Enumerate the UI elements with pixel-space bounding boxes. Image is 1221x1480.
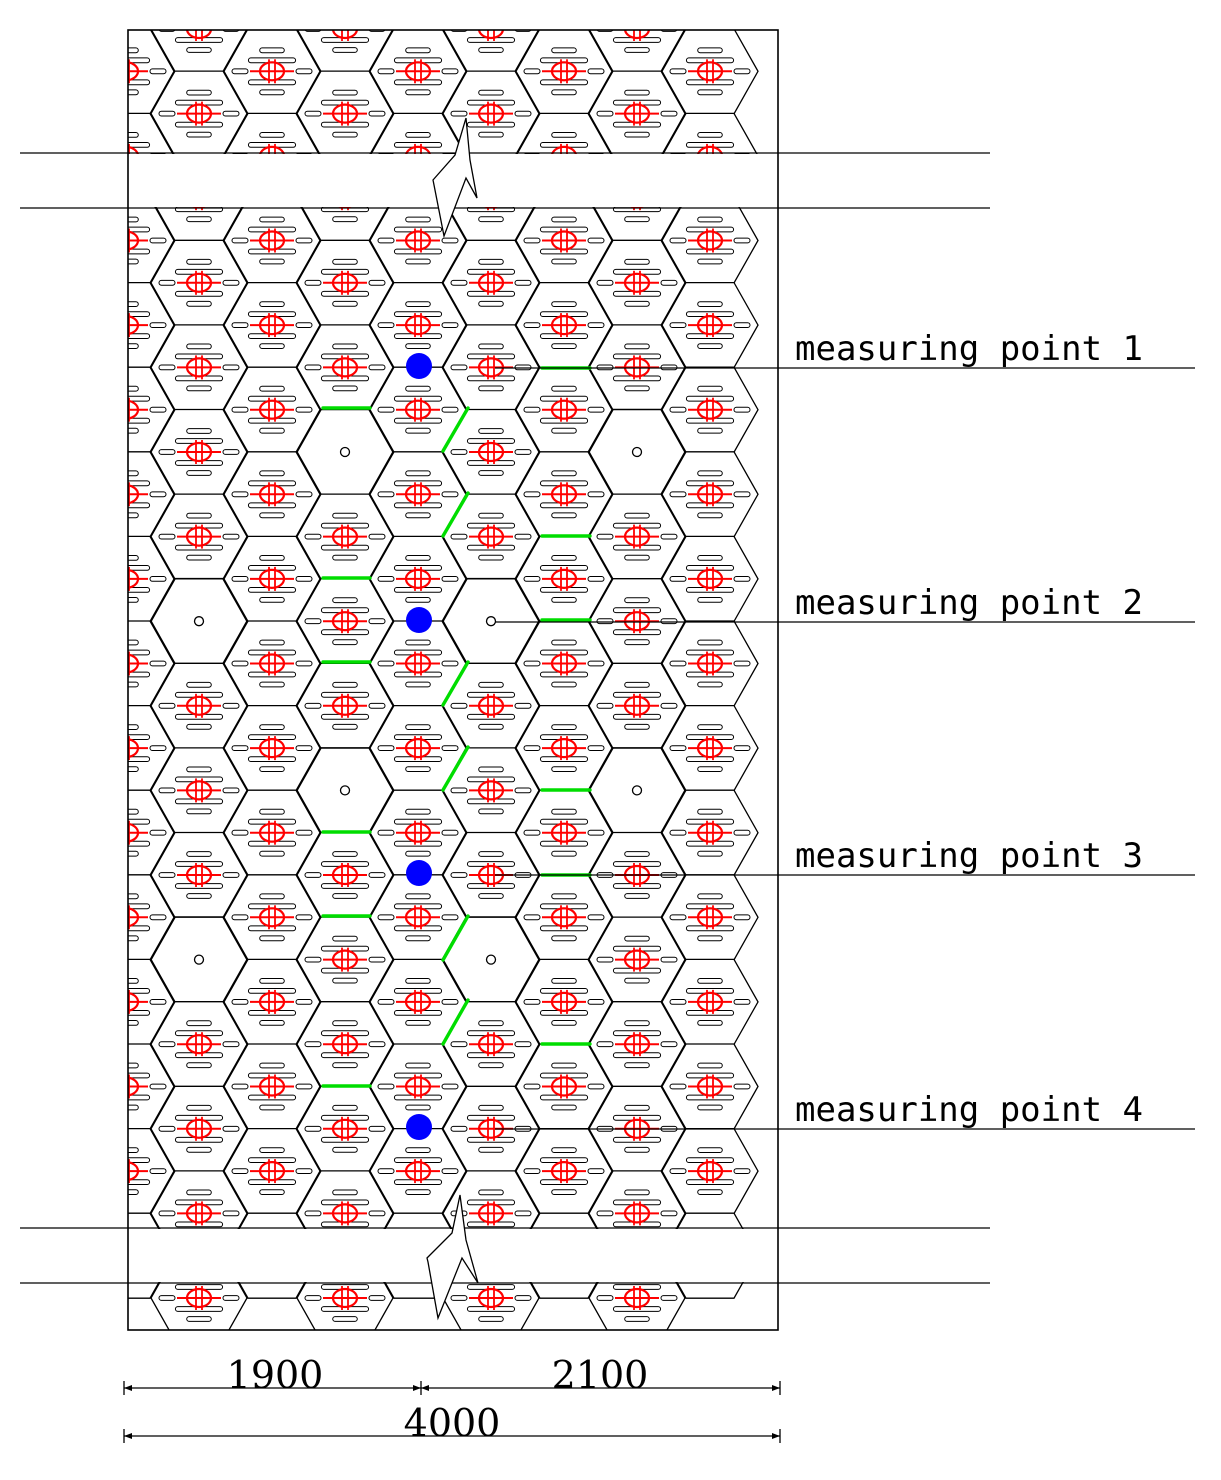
highlight-segment: [441, 745, 470, 792]
hex-tile: [150, 831, 248, 919]
hex-tile: [661, 30, 759, 115]
hex-tile: [442, 493, 540, 580]
bottom-break-band: [20, 1229, 990, 1282]
hex-tile: [515, 451, 613, 538]
top-break-band: [20, 154, 990, 207]
hex-tile: [442, 747, 540, 834]
measuring-point-1-label: measuring point 1: [795, 329, 1143, 369]
hex-tile: [442, 662, 540, 749]
dimension-total-value: 4000: [404, 1401, 501, 1445]
break-bands: [20, 117, 990, 1321]
dimension-left-value: 1900: [227, 1353, 324, 1397]
hex-tile: [128, 620, 175, 707]
measuring-point-4-marker: [406, 1114, 432, 1140]
hex-tile: [223, 874, 321, 961]
hex-tile: [588, 662, 686, 749]
hex-tile: [661, 366, 759, 453]
measuring-point-labels: measuring point 1 measuring point 2 meas…: [495, 329, 1195, 1130]
hex-tile: [296, 578, 394, 665]
hex-tile: [223, 1127, 321, 1215]
hex-tile: [223, 197, 321, 284]
hex-tile: [150, 747, 248, 834]
hex-tile: [128, 1127, 175, 1215]
hex-tile: [150, 662, 248, 749]
measuring-point-2-label: measuring point 2: [795, 583, 1143, 623]
measuring-point-1-marker: [406, 353, 432, 379]
measuring-point-1-label-group: measuring point 1: [495, 329, 1195, 369]
hex-tile: [588, 70, 686, 157]
hex-tile: [588, 239, 686, 326]
measuring-point-4-label: measuring point 4: [795, 1090, 1143, 1130]
hex-tile: [661, 535, 759, 623]
measuring-point-2-marker: [406, 607, 432, 633]
hex-tile: [150, 239, 248, 326]
hex-tile: [515, 874, 613, 961]
hex-tile: [661, 620, 759, 707]
dimension-lines: 1900 2100 4000: [123, 1353, 781, 1445]
hex-tile: [128, 366, 175, 453]
hex-tile: [369, 1043, 467, 1130]
dimension-right-value: 2100: [552, 1353, 649, 1397]
measuring-point-3-label-group: measuring point 3: [495, 836, 1195, 876]
highlight-segment: [441, 491, 470, 538]
highlight-segment: [441, 406, 470, 453]
highlight-segment: [441, 660, 470, 707]
hex-tile: [661, 789, 759, 876]
hex-tile: [296, 239, 394, 326]
hex-tile: [128, 197, 175, 284]
hex-tile: [296, 831, 394, 919]
hex-tile: [150, 324, 248, 411]
hex-tile: [296, 493, 394, 580]
measuring-point-3-marker: [406, 860, 432, 886]
hex-tile: [515, 30, 613, 115]
hex-tile: [150, 493, 248, 580]
hex-tile: [128, 789, 175, 876]
hex-tile: [296, 324, 394, 411]
hex-tile: [128, 281, 175, 369]
hex-tile: [515, 535, 613, 623]
hex-tile: [150, 1001, 248, 1088]
hex-tile: [296, 30, 394, 73]
highlight-segment: [441, 998, 470, 1046]
hex-tile: [661, 704, 759, 792]
highlight-segment: [441, 914, 470, 962]
hex-tile: [661, 281, 759, 369]
hex-tile: [223, 281, 321, 369]
outer-frame: [127, 29, 779, 1331]
measuring-point-4-label-group: measuring point 4: [495, 1090, 1195, 1130]
hex-tile: [515, 789, 613, 876]
hex-tile: [128, 451, 175, 538]
hex-tile: [369, 281, 467, 369]
hex-tile: [588, 1001, 686, 1088]
hex-tile: [128, 958, 175, 1046]
hex-tile: [515, 958, 613, 1046]
measuring-point-2-label-group: measuring point 2: [495, 583, 1195, 623]
hex-tile: [661, 197, 759, 284]
hex-tile: [515, 1043, 613, 1130]
measuring-points: [406, 353, 432, 1140]
measuring-point-3-label: measuring point 3: [795, 836, 1143, 876]
hex-tile: [150, 70, 248, 157]
hex-tile: [128, 1043, 175, 1130]
hex-tile: [442, 239, 540, 326]
bottom-break-symbol: [426, 1194, 479, 1321]
top-break-symbol: [432, 117, 478, 239]
hex-tile: [128, 704, 175, 792]
hex-tile: [128, 30, 175, 115]
hex-tile: [369, 1127, 467, 1215]
